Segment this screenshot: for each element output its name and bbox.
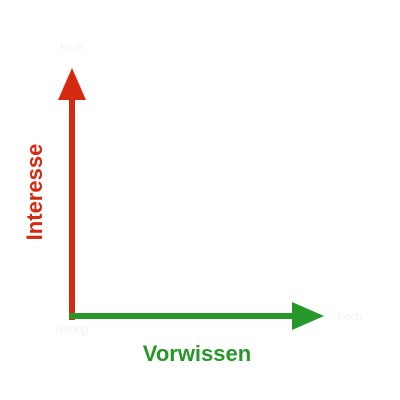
y-axis-shaft xyxy=(69,96,75,320)
x-axis-label: Vorwissen xyxy=(143,341,251,366)
y-axis-top-label: hoch xyxy=(60,42,84,54)
x-axis-shaft xyxy=(69,313,297,319)
x-axis xyxy=(69,302,324,330)
y-axis xyxy=(58,68,86,320)
x-axis-arrowhead xyxy=(292,302,324,330)
y-axis-label: Interesse xyxy=(22,144,47,241)
origin-label: niedrig xyxy=(55,324,88,336)
y-axis-arrowhead xyxy=(58,68,86,100)
x-axis-end-label: hoch xyxy=(338,311,362,323)
